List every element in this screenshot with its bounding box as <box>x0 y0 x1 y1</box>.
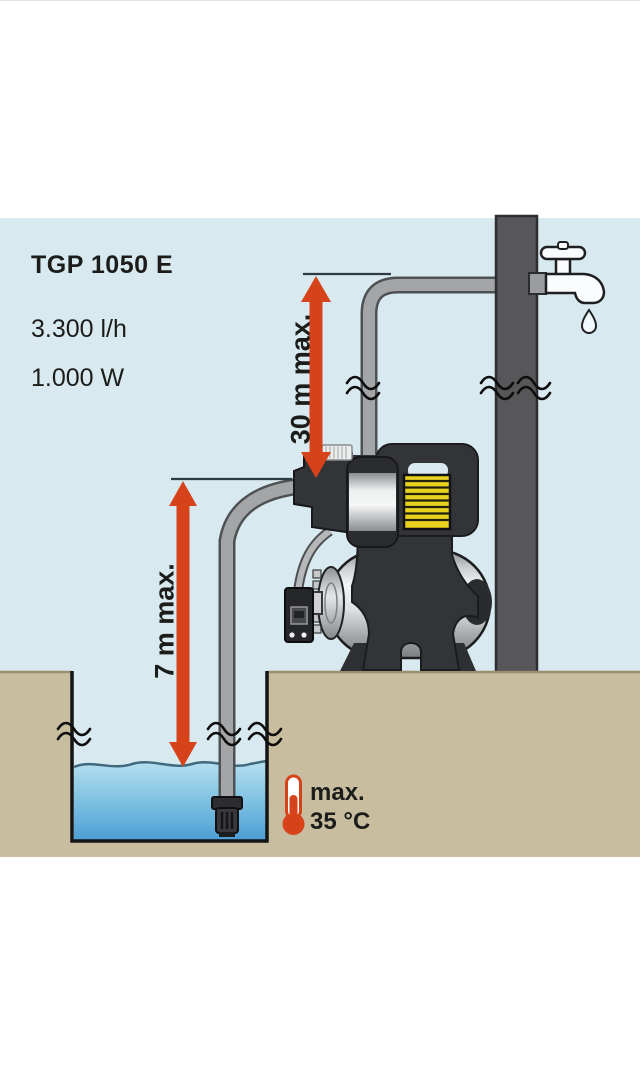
pump-cylinder <box>346 456 399 548</box>
foot-valve <box>211 796 243 837</box>
power-spec: 1.000 W <box>31 364 125 392</box>
pump-body <box>351 518 479 671</box>
motor-fins <box>402 473 452 531</box>
break-marks <box>56 375 552 747</box>
pump-illustration <box>284 443 492 671</box>
outlet-pipe <box>360 276 498 466</box>
thermometer-icon <box>282 774 305 835</box>
suction-pipe <box>211 477 304 837</box>
product-model: TGP 1050 E <box>31 251 174 279</box>
delivery-head-label: 30 m max. <box>285 313 316 445</box>
suction-height-label: 7 m max. <box>149 563 180 679</box>
pressure-switch <box>284 587 314 643</box>
suction-height-arrow <box>169 481 197 767</box>
water-drop-icon <box>580 308 598 334</box>
temperature-value: 35 °C <box>310 808 371 835</box>
well-outline <box>70 671 269 843</box>
flow-rate-spec: 3.300 l/h <box>31 315 127 343</box>
temperature-max-label: max. <box>310 779 365 806</box>
ground <box>0 670 640 857</box>
faucet-icon <box>528 241 606 334</box>
delivery-head-arrow <box>301 276 331 478</box>
